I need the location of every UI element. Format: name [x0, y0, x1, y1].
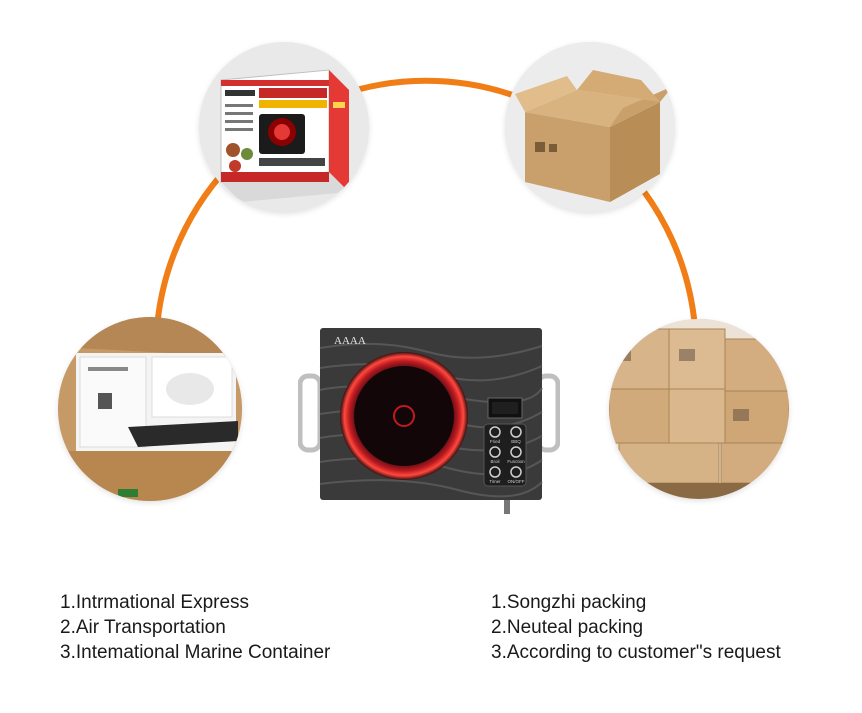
function-button-icon	[510, 446, 522, 458]
btn-label-onoff: ON/OFF	[508, 479, 525, 484]
list-item: 2.Neuteal packing	[491, 617, 644, 638]
packing-options-list: 1.Songzhi packing 2.Neuteal packing 3.Ac…	[491, 590, 781, 665]
shipping-methods-list: 1.Intrmational Express 2.Air Transportat…	[60, 590, 330, 665]
hand-warning-icon	[393, 405, 415, 427]
retail-box-photo	[199, 42, 369, 212]
btn-label-broil: Broil	[490, 459, 499, 464]
list-item: 3.According to customer"s request	[491, 642, 781, 663]
connecting-arc	[155, 77, 697, 321]
list-item: 1.Intrmational Express	[60, 592, 250, 613]
infrared-cooker-product: AAAA Fried BBQ Broil Function Timer ON/O…	[298, 328, 560, 514]
btn-label-bbq: BBQ	[511, 439, 521, 444]
pallet-cartons-photo	[609, 319, 789, 499]
btn-label-function: Function	[507, 459, 525, 464]
open-foam-box-photo	[58, 317, 242, 501]
power-button-icon	[510, 466, 522, 478]
bbq-button-icon	[510, 426, 522, 438]
btn-label-fried: Fried	[490, 439, 501, 444]
brand-mark: AAAA	[334, 335, 366, 347]
broil-button-icon	[489, 446, 501, 458]
list-item: 1.Songzhi packing	[491, 592, 647, 613]
timer-button-icon	[489, 466, 501, 478]
carton-box-photo	[505, 42, 675, 212]
list-item: 3.Intemational Marine Container	[60, 642, 331, 663]
btn-label-timer: Timer	[489, 479, 501, 484]
list-item: 2.Air Transportation	[60, 617, 226, 638]
fried-button-icon	[489, 426, 501, 438]
